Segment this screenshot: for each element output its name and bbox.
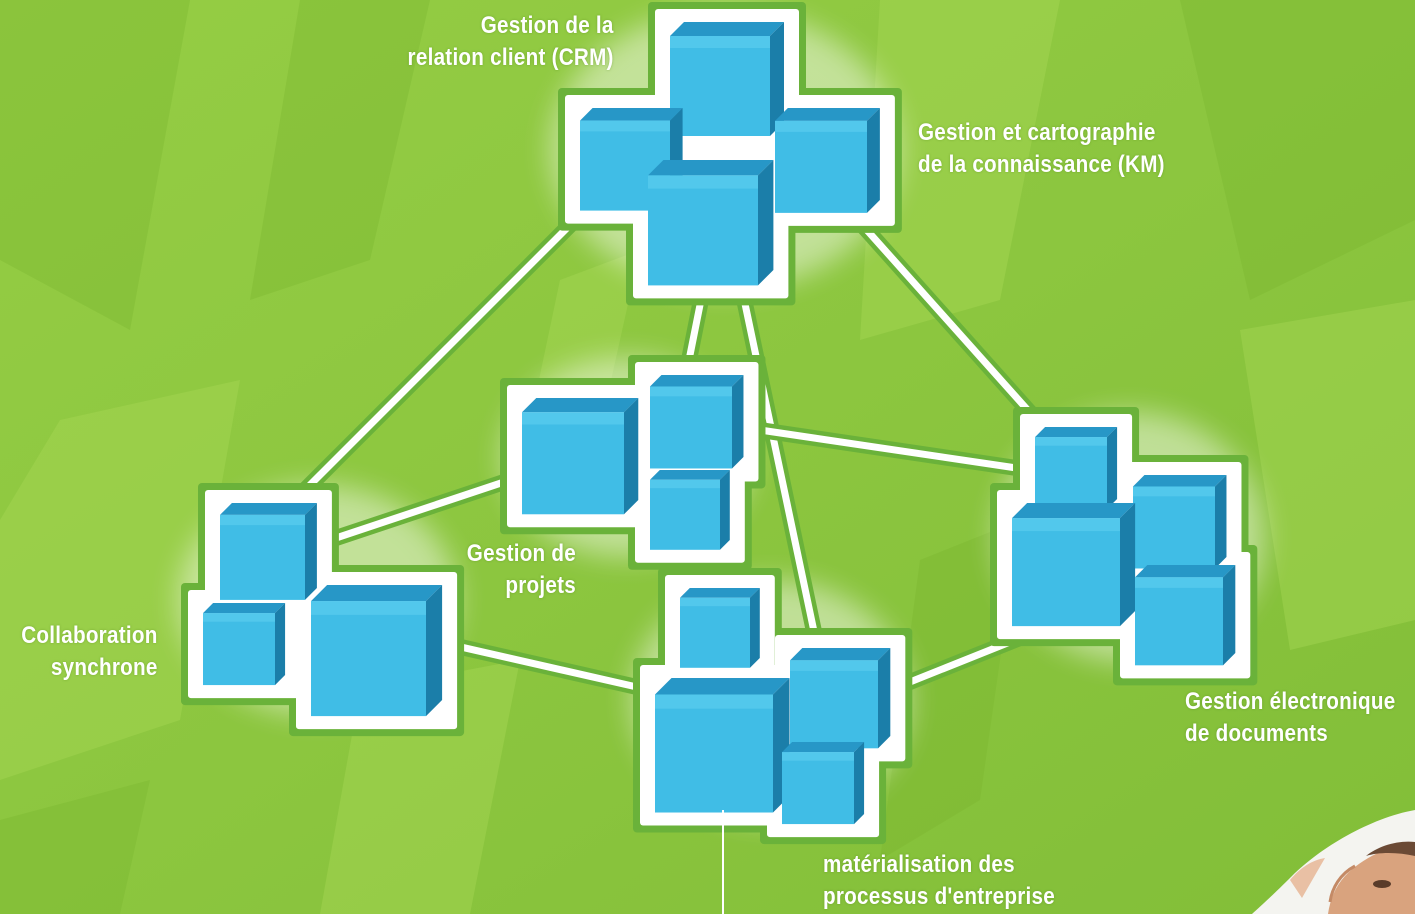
cube-icon	[522, 398, 639, 515]
cube-icon	[1035, 427, 1118, 510]
connection-top-left	[282, 197, 598, 513]
connection-top-bottom	[732, 272, 828, 668]
cube-icon	[782, 742, 865, 825]
label-collab: Collaboration synchrone	[22, 620, 158, 684]
node-ged	[990, 407, 1258, 686]
cube-icon	[648, 160, 774, 286]
background-shape	[1240, 300, 1415, 650]
background-shape	[1180, 0, 1415, 300]
cube-icon	[220, 503, 317, 600]
person-photo	[1252, 810, 1415, 914]
node-collab	[181, 483, 465, 737]
cube-icon	[655, 678, 790, 813]
nodes	[181, 2, 1258, 845]
cube-icon	[1135, 565, 1236, 666]
connection-left-bottom	[422, 632, 658, 698]
label-collab-line1: Collaboration	[21, 622, 158, 649]
cube-icon	[311, 585, 443, 717]
background-shape	[880, 520, 1020, 860]
background-shape	[0, 380, 240, 780]
cube-icon	[650, 375, 744, 469]
label-projets-line1: Gestion de	[466, 540, 576, 567]
connection-middle-right	[752, 422, 1038, 478]
cube-icon	[203, 603, 286, 686]
label-ged: Gestion électronique de documents	[1185, 686, 1395, 750]
background-shape	[0, 780, 150, 914]
background-shape	[250, 0, 430, 300]
label-km-line2: de la connaissance (KM)	[918, 151, 1165, 178]
node-crm	[558, 2, 902, 306]
label-crm-line2: relation client (CRM)	[407, 44, 614, 71]
label-processus: matérialisation des processus d'entrepri…	[823, 849, 1055, 913]
cube-icon	[1133, 475, 1227, 569]
connection-top-right	[832, 192, 1058, 443]
cube-icon	[670, 22, 784, 136]
label-km: Gestion et cartographie de la connaissan…	[918, 117, 1165, 181]
label-processus-line1: matérialisation des	[823, 851, 1015, 878]
label-km-line1: Gestion et cartographie	[918, 119, 1156, 146]
cube-icon	[1012, 503, 1136, 627]
cube-icon	[790, 648, 891, 749]
label-projets: Gestion de projets	[467, 538, 576, 602]
label-crm: Gestion de la relation client (CRM)	[408, 10, 614, 74]
label-processus-line2: processus d'entreprise	[823, 883, 1055, 910]
label-collab-line2: synchrone	[51, 654, 158, 681]
label-crm-line1: Gestion de la	[481, 12, 614, 39]
cube-icon	[680, 588, 760, 668]
node-processus	[633, 568, 913, 845]
cube-icon	[775, 108, 880, 213]
background-shape	[0, 0, 190, 330]
cube-icon	[650, 470, 730, 550]
label-projets-line2: projets	[505, 572, 576, 599]
label-ged-line1: Gestion électronique	[1185, 688, 1396, 715]
background-shape	[860, 0, 1060, 340]
label-ged-line2: de documents	[1185, 720, 1329, 747]
node-projets	[500, 355, 766, 570]
